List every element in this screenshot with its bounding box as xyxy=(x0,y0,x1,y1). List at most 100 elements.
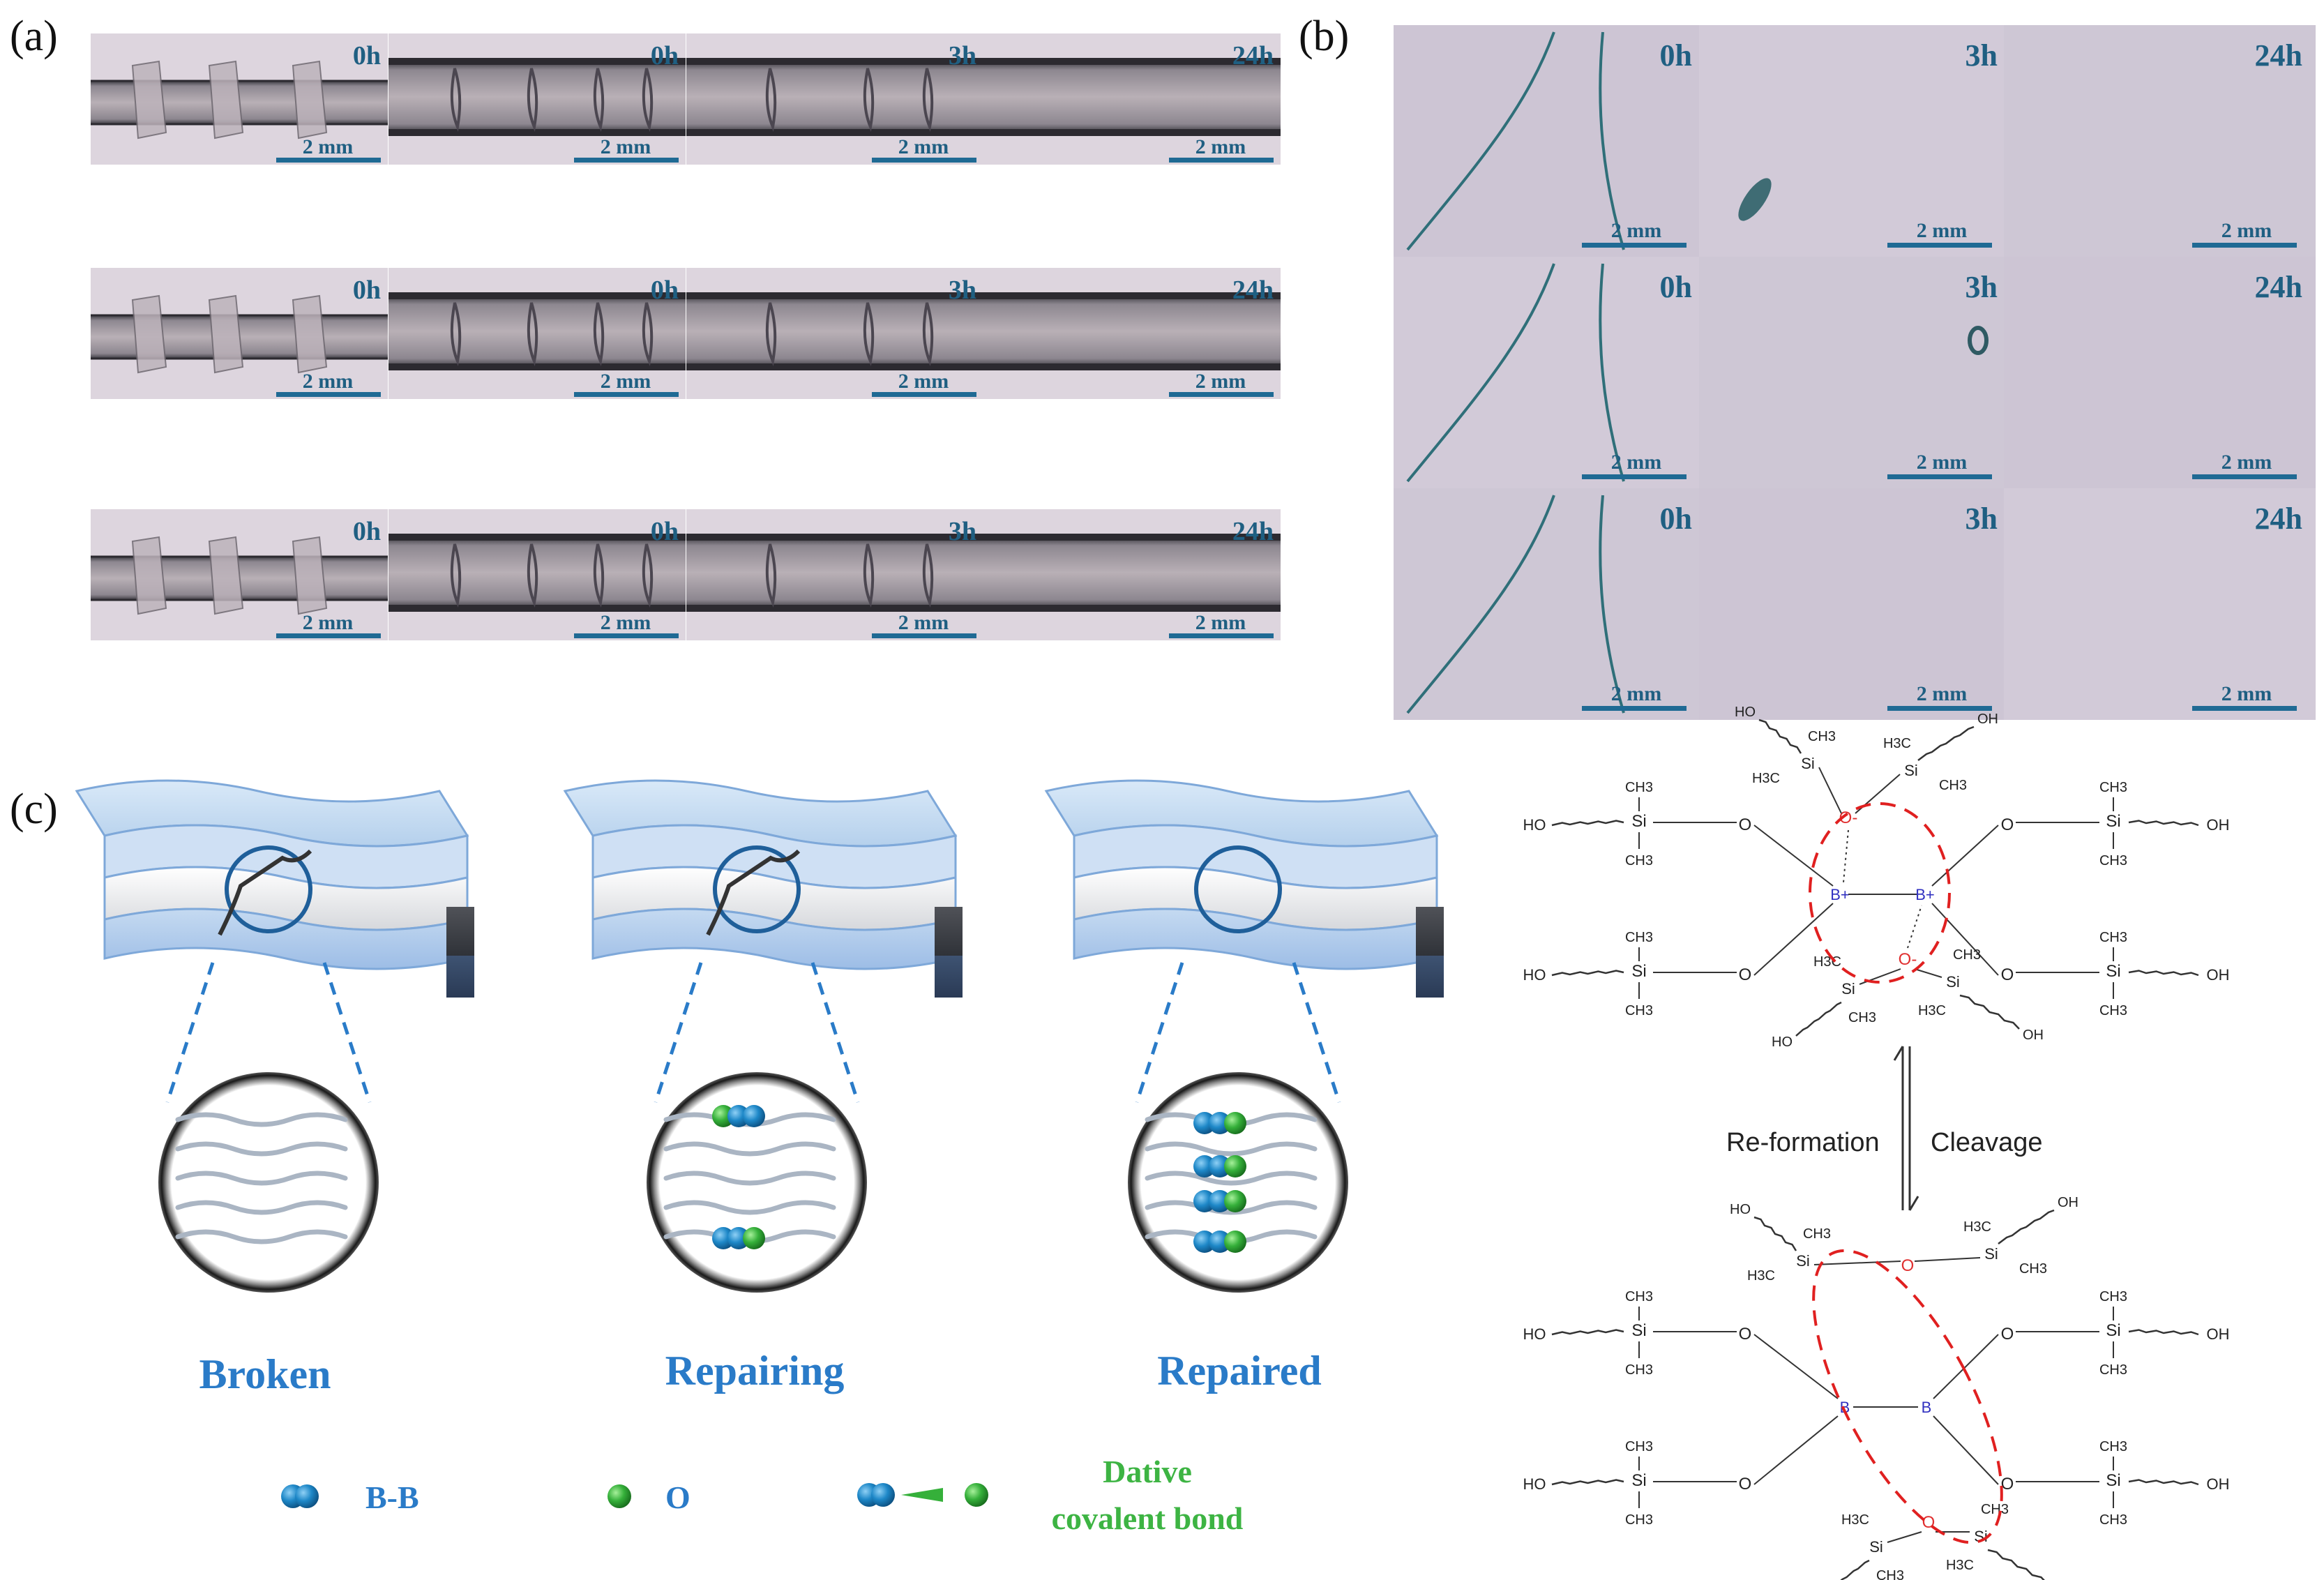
scale-bar xyxy=(872,633,976,638)
micrograph-b-r3-c2: 3h 2 mm xyxy=(1699,488,2005,720)
siloxane-chain xyxy=(1795,1001,1842,1037)
time-label: 3h xyxy=(1965,270,1998,304)
magnifier-circle xyxy=(225,845,312,933)
hydroxyl: HO xyxy=(1735,705,1756,720)
o-b-bond xyxy=(1931,903,1999,976)
crack-1 xyxy=(450,68,462,132)
micrograph-a-r3-c2: 0h2 mm xyxy=(388,509,686,640)
silicon-left-2: Si xyxy=(1631,962,1646,981)
oxygen: O xyxy=(1739,1325,1752,1344)
time-label: 3h xyxy=(1965,502,1998,536)
b-bead xyxy=(727,1227,750,1249)
b-bead xyxy=(743,1105,765,1127)
polymer-chain-4 xyxy=(175,1200,348,1215)
panel-c-label: (c) xyxy=(10,785,58,833)
boron-left: B+ xyxy=(1830,886,1850,903)
methyl: CH3 xyxy=(2099,853,2127,868)
crack-1 xyxy=(450,543,462,608)
crack-2 xyxy=(1599,495,1625,714)
hydroxyl: HO xyxy=(1772,1034,1793,1050)
stage-label-repairing: Repairing xyxy=(665,1348,845,1394)
scale-bar-label: 2 mm xyxy=(2221,451,2272,474)
methyl: CH3 xyxy=(1953,947,1981,963)
silicon-right-1: Si xyxy=(2106,812,2120,831)
legend-dative-line2: covalent bond xyxy=(1052,1500,1244,1536)
micrograph-background xyxy=(2004,488,2316,720)
scale-bar-label: 2 mm xyxy=(1917,451,1967,474)
flake-2 xyxy=(208,60,244,140)
methyl: CH3 xyxy=(1939,778,1967,793)
siloxane-chain xyxy=(1959,994,2020,1030)
scale-bar-label: 2 mm xyxy=(2221,682,2272,705)
micrograph-a-r2-c1: 0h2 mm xyxy=(91,268,388,399)
scale-bar xyxy=(1887,243,1992,248)
crack-4 xyxy=(642,68,654,132)
oxygen-bridge-bottom: O xyxy=(1922,1513,1936,1532)
legend-o-label: O xyxy=(665,1480,691,1515)
flake-3 xyxy=(292,294,328,374)
micrograph-a-r2-c3: 3h2 mm xyxy=(686,268,983,399)
siloxane-chain xyxy=(2128,1329,2199,1336)
bb-o-bead-cluster-1 xyxy=(712,1105,765,1127)
zoom-line-left xyxy=(1135,962,1184,1103)
scale-bar xyxy=(574,158,679,163)
methyl: CH3 xyxy=(1803,1226,1831,1242)
si-o-bond xyxy=(1859,968,1901,985)
time-label: 0h xyxy=(651,41,679,70)
b-bead xyxy=(727,1105,750,1127)
methyl: H3C xyxy=(1752,771,1780,786)
scale-bar xyxy=(2192,706,2297,711)
slab-side-navy xyxy=(446,956,474,998)
fiber-strip xyxy=(983,296,1281,367)
si-o-bond xyxy=(1914,968,1942,978)
legend-dative-line1: Dative xyxy=(1103,1454,1192,1489)
silicon-bridge-top-1: Si xyxy=(1801,755,1815,772)
scale-bar xyxy=(276,158,381,163)
scale-bar-label: 2 mm xyxy=(1611,219,1661,242)
methyl: CH3 xyxy=(1848,1010,1876,1025)
hydroxyl: HO xyxy=(1523,1475,1546,1493)
polymer-chain-5 xyxy=(175,1229,348,1244)
crack-2 xyxy=(863,68,875,132)
scale-bar xyxy=(574,633,679,638)
residual-void xyxy=(1968,326,1989,355)
scale-bar xyxy=(1169,633,1274,638)
micrograph-a-r1-c3: 3h2 mm xyxy=(686,33,983,165)
fiber-strip xyxy=(983,61,1281,133)
zoom-line-right xyxy=(322,962,372,1103)
siloxane-chain xyxy=(2128,1479,2199,1486)
stage-label-repaired: Repaired xyxy=(1157,1348,1322,1394)
b-bead xyxy=(1193,1190,1216,1212)
o-bead xyxy=(712,1105,734,1127)
scale-bar-label: 2 mm xyxy=(303,611,353,634)
legend-dative-symbol xyxy=(857,1483,988,1507)
silicon-right-2: Si xyxy=(2106,1471,2120,1490)
scale-bar-label: 2 mm xyxy=(601,611,651,634)
legend-bb-beads xyxy=(281,1484,319,1508)
time-label: 0h xyxy=(651,276,679,305)
scale-bar-label: 2 mm xyxy=(898,135,949,158)
b-bead xyxy=(1193,1231,1216,1253)
siloxane-chain xyxy=(1551,1329,1624,1336)
polymer-chain-3 xyxy=(175,1171,348,1186)
methyl: H3C xyxy=(1946,1558,1974,1573)
stage-label-broken: Broken xyxy=(199,1351,331,1397)
methyl: CH3 xyxy=(1625,780,1653,795)
micrograph-a-r1-c2: 0h2 mm xyxy=(388,33,686,165)
siloxane-chain xyxy=(2128,970,2199,977)
time-label: 3h xyxy=(949,517,976,546)
crack-1 xyxy=(450,302,462,366)
panel-c-schematic: Broken Repairing Repaired B-B O Dative c… xyxy=(75,779,1444,1536)
methyl: CH3 xyxy=(1625,1003,1653,1018)
crack-3 xyxy=(593,68,605,132)
time-label: 3h xyxy=(949,276,976,305)
oxygen: O xyxy=(2001,815,2014,834)
polymer-chain-3 xyxy=(1145,1171,1318,1186)
bb-o-bead-cluster-3 xyxy=(1193,1190,1246,1212)
silicon-right-1: Si xyxy=(2106,1321,2120,1340)
scale-bar-label: 2 mm xyxy=(1917,682,1967,705)
siloxane-chain xyxy=(1998,1209,2055,1244)
scale-bar xyxy=(2192,243,2297,248)
siloxane-chain xyxy=(2128,820,2199,827)
